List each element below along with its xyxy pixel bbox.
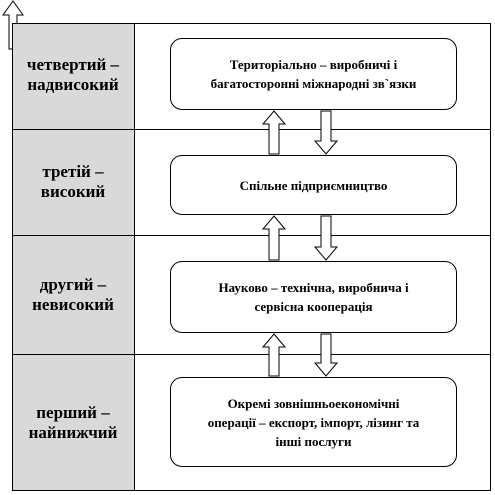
level-label-second: другий –невисокий — [32, 275, 114, 314]
form-box-joint-venture: Спільне підприємництво — [170, 155, 457, 215]
row-divider — [12, 235, 491, 236]
arrow-down-icon — [313, 333, 339, 377]
row-divider — [12, 354, 491, 355]
level-label-third: третій –високий — [40, 162, 106, 201]
arrow-up-icon — [261, 215, 287, 261]
level-label-first: перший –найнижчий — [28, 402, 118, 442]
arrow-down-icon — [313, 110, 339, 155]
arrow-up-icon — [261, 333, 287, 377]
level-label-fourth: четвертий –надвисокий — [26, 55, 120, 94]
row-divider — [12, 129, 491, 130]
arrow-up-icon — [261, 110, 287, 155]
levels-column — [12, 23, 134, 491]
arrow-down-icon — [313, 215, 339, 261]
